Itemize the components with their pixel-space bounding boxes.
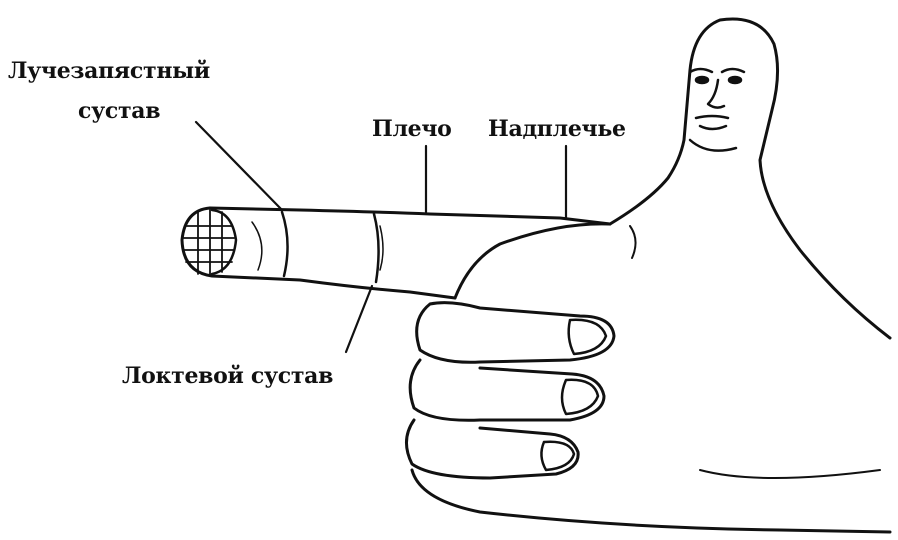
wrist-joint-label-line1: Лучезапястный: [8, 60, 210, 82]
shoulder-label: Плечо: [372, 118, 452, 140]
elbow-leader-line: [346, 286, 372, 352]
folded-fingers: [406, 303, 890, 532]
wrist-leader-line: [196, 122, 282, 210]
upper-shoulder-label: Надплечье: [488, 118, 626, 140]
palm: [455, 224, 636, 298]
elbow-joint-label: Локтевой сустав: [122, 365, 333, 387]
wrist-joint-label-line2: сустав: [78, 100, 160, 122]
thumb-head: [610, 19, 890, 338]
face: [690, 69, 744, 151]
leader-lines: [196, 122, 566, 352]
index-finger-arm: [182, 208, 610, 298]
